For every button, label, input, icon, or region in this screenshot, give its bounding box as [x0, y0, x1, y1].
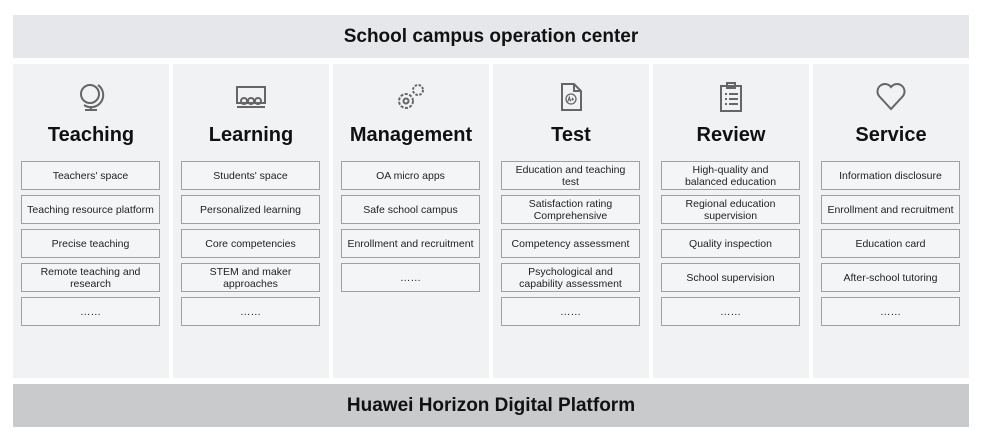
item-label: ……: [560, 305, 581, 318]
list-item: Competency assessment: [501, 229, 640, 258]
list-item: Teachers' space: [21, 161, 160, 190]
list-item: Teaching resource platform: [21, 195, 160, 224]
item-label: Information disclosure: [839, 169, 942, 182]
list-item: ……: [821, 297, 960, 326]
bottom-banner: Huawei Horizon Digital Platform: [13, 384, 969, 427]
top-banner: School campus operation center: [13, 15, 969, 58]
item-label: Personalized learning: [200, 203, 301, 216]
platform-title: Huawei Horizon Digital Platform: [346, 394, 636, 416]
list-item: Education and teaching test: [501, 161, 640, 190]
item-label: School supervision: [686, 271, 775, 284]
item-label: High-quality and balanced education: [684, 163, 777, 188]
item-label: Psychological and capability assessment: [519, 265, 622, 290]
heart-icon: [813, 80, 969, 114]
list-item: ……: [501, 297, 640, 326]
list-item: ……: [21, 297, 160, 326]
item-label: Competency assessment: [511, 237, 630, 250]
item-label: Enrollment and recruitment: [347, 237, 474, 250]
item-label: Core competencies: [205, 237, 296, 250]
column-title: Review: [696, 124, 766, 146]
list-item: Core competencies: [181, 229, 320, 258]
list-item: Remote teaching and research: [21, 263, 160, 292]
list-item: ……: [341, 263, 480, 292]
item-label: STEM and maker approaches: [209, 265, 292, 290]
item-label: ……: [720, 305, 741, 318]
list-item: Information disclosure: [821, 161, 960, 190]
list-item: Safe school campus: [341, 195, 480, 224]
list-item: STEM and maker approaches: [181, 263, 320, 292]
item-label: Regional education supervision: [685, 197, 776, 222]
list-item: Precise teaching: [21, 229, 160, 258]
classroom-icon: [173, 80, 329, 114]
item-label: Teachers' space: [52, 169, 129, 182]
item-label: Satisfaction rating Comprehensive: [528, 197, 613, 222]
column-title: Learning: [208, 124, 294, 146]
column-title: Management: [349, 124, 473, 146]
column-title: Service: [855, 124, 927, 146]
test-paper-icon: [493, 80, 649, 114]
list-item: Enrollment and recruitment: [341, 229, 480, 258]
item-label: OA micro apps: [376, 169, 445, 182]
list-item: Satisfaction rating Comprehensive: [501, 195, 640, 224]
list-item: Education card: [821, 229, 960, 258]
list-item: School supervision: [661, 263, 800, 292]
item-label: Safe school campus: [363, 203, 458, 216]
item-label: ……: [880, 305, 901, 318]
list-item: After-school tutoring: [821, 263, 960, 292]
list-item: Students' space: [181, 161, 320, 190]
list-item: ……: [181, 297, 320, 326]
item-label: Education card: [855, 237, 926, 250]
gears-icon: [333, 80, 489, 114]
item-label: Precise teaching: [51, 237, 130, 250]
item-label: Students' space: [213, 169, 288, 182]
column-title: Test: [551, 124, 591, 146]
list-item: Regional education supervision: [661, 195, 800, 224]
banner-title: School campus operation center: [343, 25, 639, 47]
list-item: Psychological and capability assessment: [501, 263, 640, 292]
list-item: High-quality and balanced education: [661, 161, 800, 190]
item-label: Education and teaching test: [515, 163, 626, 188]
item-label: ……: [400, 271, 421, 284]
list-item: ……: [661, 297, 800, 326]
globe-icon: [13, 80, 169, 114]
item-label: ……: [240, 305, 261, 318]
item-label: ……: [80, 305, 101, 318]
list-item: Enrollment and recruitment: [821, 195, 960, 224]
item-label: Enrollment and recruitment: [827, 203, 954, 216]
column-title: Teaching: [47, 124, 135, 146]
item-label: Remote teaching and research: [40, 265, 141, 290]
item-label: Teaching resource platform: [27, 203, 154, 216]
list-item: OA micro apps: [341, 161, 480, 190]
item-label: After-school tutoring: [843, 271, 938, 284]
item-label: Quality inspection: [689, 237, 772, 250]
list-item: Quality inspection: [661, 229, 800, 258]
list-item: Personalized learning: [181, 195, 320, 224]
clipboard-icon: [653, 80, 809, 114]
